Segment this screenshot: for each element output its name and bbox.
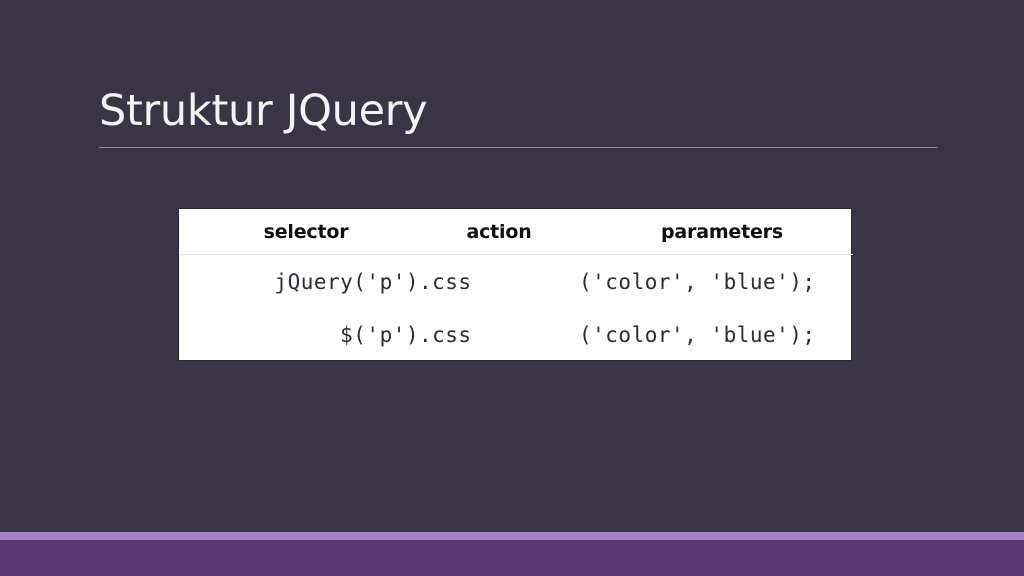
jquery-structure-table: selector action parameters jQuery('p') .… — [179, 209, 853, 361]
table-row: jQuery('p') .css ('color', 'blue'); — [179, 255, 853, 309]
cell-parameters: ('color', 'blue'); — [579, 322, 816, 347]
table-row: $('p') .css ('color', 'blue'); — [179, 308, 853, 361]
title-divider — [99, 147, 937, 148]
table-header: selector action parameters — [179, 209, 853, 255]
cell-parameters: ('color', 'blue'); — [579, 269, 816, 294]
table-body: jQuery('p') .css ('color', 'blue'); $('p… — [179, 255, 853, 362]
column-header-selector: selector — [179, 209, 419, 255]
accent-band-dark — [0, 540, 1024, 576]
cell-action: .css — [419, 322, 472, 347]
column-header-parameters: parameters — [579, 209, 853, 255]
cell-action: .css — [419, 269, 472, 294]
cell-selector: jQuery('p') — [274, 269, 419, 294]
table-header-row: selector action parameters — [179, 209, 853, 255]
page-title: Struktur JQuery — [99, 86, 428, 136]
title-block: Struktur JQuery — [99, 84, 937, 148]
cell-selector: $('p') — [340, 322, 419, 347]
column-header-action: action — [419, 209, 579, 255]
accent-band-light — [0, 532, 1024, 540]
jquery-structure-table-image: selector action parameters jQuery('p') .… — [178, 208, 853, 361]
